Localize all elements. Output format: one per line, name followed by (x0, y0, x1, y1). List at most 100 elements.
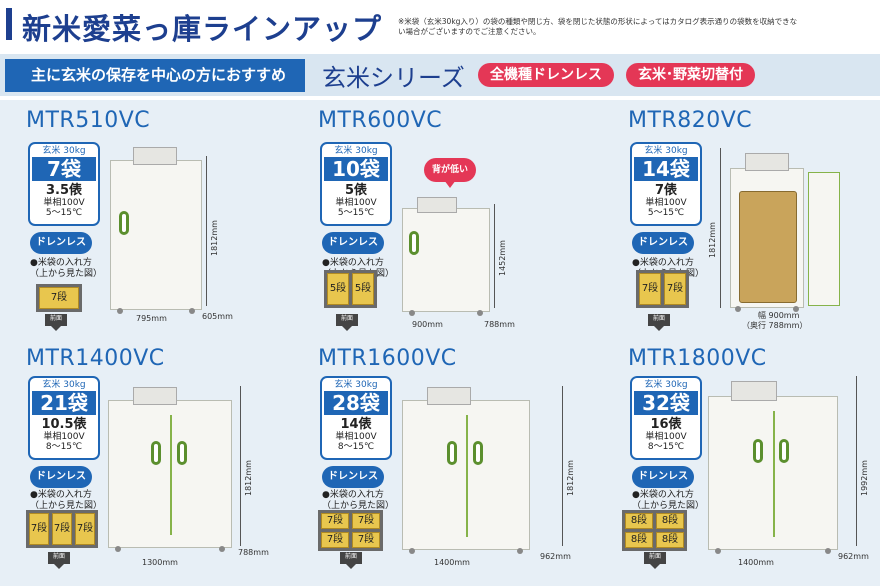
shelf-slot: 8段 (625, 532, 653, 548)
shelf-diagram: 7段 7段 (636, 270, 689, 308)
spec-box: 玄米 30kg 28袋 14俵 単相100V 8～15℃ (320, 376, 392, 460)
height-dim: 1812mm (708, 222, 717, 258)
unit-illustration (110, 147, 202, 314)
width-dim: 幅 900mm (758, 311, 800, 320)
spec-capacity: 7俵 (654, 183, 678, 198)
series-name: 玄米シリーズ (322, 64, 465, 92)
depth-dim: 962mm (838, 552, 869, 561)
drainless-badge: ドレンレス (30, 232, 92, 254)
spec-box: 玄米 30kg 21袋 10.5俵 単相100V 8～15℃ (28, 376, 100, 460)
front-label: 前面 (648, 314, 670, 331)
front-label: 前面 (644, 552, 666, 569)
width-dim: 1300mm (142, 558, 178, 567)
spec-capacity: 14俵 (340, 417, 372, 432)
spec-kind: 玄米 30kg (644, 380, 688, 390)
spec-bags: 10袋 (324, 157, 388, 181)
badge-drainless: 全機種ドレンレス (478, 63, 614, 87)
howto-label: ●米袋の入れ方（上から見た図） (30, 258, 103, 279)
shelf-slot: 7段 (39, 287, 79, 309)
front-label: 前面 (48, 552, 70, 569)
height-dim: 1812mm (210, 220, 219, 256)
door-handle-left (753, 439, 763, 463)
depth-dim: 788mm (238, 548, 269, 557)
shelf-slot: 5段 (352, 273, 374, 305)
height-dim: 1452mm (498, 240, 507, 276)
drainless-badge: ドレンレス (322, 466, 384, 488)
spec-capacity: 16俵 (650, 417, 682, 432)
model-name: MTR820VC (628, 108, 753, 133)
howto-label: ●米袋の入れ方（上から見た図） (30, 490, 103, 511)
model-name: MTR510VC (26, 108, 151, 133)
door-handle (409, 231, 419, 255)
header: 新米愛菜っ庫ラインアップ ※米袋（玄米30kg入り）の袋の種類や閉じ方、袋を閉じ… (0, 0, 880, 50)
page-title: 新米愛菜っ庫ラインアップ (22, 12, 383, 46)
spec-bags: 14袋 (634, 157, 698, 181)
open-door (808, 172, 840, 306)
spec-power: 単相100V (645, 432, 687, 442)
unit-illustration (730, 153, 804, 312)
front-label: 前面 (336, 314, 358, 331)
shelf-slot: 7段 (352, 532, 380, 548)
shelf-slot: 7段 (352, 513, 380, 529)
spec-bags: 21袋 (32, 391, 96, 415)
shelf-slot: 7段 (321, 513, 349, 529)
spec-kind: 玄米 30kg (334, 380, 378, 390)
shelf-slot: 7段 (639, 273, 661, 305)
depth-dim: 788mm (484, 320, 515, 329)
spec-capacity: 3.5俵 (45, 183, 83, 198)
shelf-diagram: 8段 8段 8段 8段 (622, 510, 687, 551)
model-card-mtr1400vc: MTR1400VC 玄米 30kg 21袋 10.5俵 単相100V 8～15℃… (26, 346, 286, 586)
spec-kind: 玄米 30kg (42, 146, 86, 156)
shelf-slot: 7段 (52, 513, 72, 545)
height-dim: 1992mm (860, 460, 869, 496)
door-handle (119, 211, 129, 235)
spec-temp: 5～15℃ (45, 208, 83, 218)
height-dim: 1812mm (566, 460, 575, 496)
shelf-slot: 7段 (29, 513, 49, 545)
recommend-tag: 主に玄米の保存を中心の方におすすめ (5, 59, 305, 92)
shelf-diagram: 7段 7段 7段 (26, 510, 98, 548)
door-handle-right (177, 441, 187, 465)
front-label: 前面 (340, 552, 362, 569)
spec-kind: 玄米 30kg (644, 146, 688, 156)
model-card-mtr600vc: MTR600VC 玄米 30kg 10袋 5俵 単相100V 5～15℃ ドレン… (318, 108, 578, 340)
spec-power: 単相100V (43, 198, 85, 208)
shelf-diagram: 7段 (36, 284, 82, 312)
unit-illustration (402, 387, 530, 554)
model-card-mtr510vc: MTR510VC 玄米 30kg 7袋 3.5俵 単相100V 5～15℃ ドレ… (26, 108, 286, 340)
width-dim: 795mm (136, 314, 167, 323)
drainless-badge: ドレンレス (30, 466, 92, 488)
badge-switch: 玄米･野菜切替付 (626, 63, 755, 87)
door-handle-left (151, 441, 161, 465)
spec-temp: 8～15℃ (647, 442, 685, 452)
shelf-slot: 7段 (664, 273, 686, 305)
shelf-slot: 5段 (327, 273, 349, 305)
title-accent-bar (6, 8, 12, 40)
spec-capacity: 10.5俵 (41, 417, 87, 432)
spec-kind: 玄米 30kg (42, 380, 86, 390)
spec-box: 玄米 30kg 7袋 3.5俵 単相100V 5～15℃ (28, 142, 100, 226)
spec-box: 玄米 30kg 32袋 16俵 単相100V 8～15℃ (630, 376, 702, 460)
depth-dim: 605mm (202, 312, 233, 321)
spec-power: 単相100V (43, 432, 85, 442)
howto-label: ●米袋の入れ方（上から見た図） (632, 490, 705, 511)
width-dim: 900mm (412, 320, 443, 329)
spec-power: 単相100V (645, 198, 687, 208)
model-name: MTR1800VC (628, 346, 767, 371)
front-label: 前面 (45, 314, 67, 331)
shelf-slot: 8段 (656, 513, 684, 529)
unit-illustration (402, 197, 490, 316)
model-card-mtr820vc: MTR820VC 玄米 30kg 14袋 7俵 単相100V 5～15℃ ドレン… (628, 108, 880, 340)
drainless-badge: ドレンレス (632, 466, 694, 488)
width-dim: 1400mm (434, 558, 470, 567)
height-dim: 1812mm (244, 460, 253, 496)
rice-bags (739, 191, 797, 303)
spec-capacity: 5俵 (344, 183, 368, 198)
shelf-slot: 8段 (625, 513, 653, 529)
shelf-slot: 7段 (75, 513, 95, 545)
shelf-diagram: 5段 5段 (324, 270, 377, 308)
spec-temp: 8～15℃ (45, 442, 83, 452)
depth-dim: 962mm (540, 552, 571, 561)
model-card-mtr1800vc: MTR1800VC 玄米 30kg 32袋 16俵 単相100V 8～15℃ ド… (622, 346, 880, 586)
